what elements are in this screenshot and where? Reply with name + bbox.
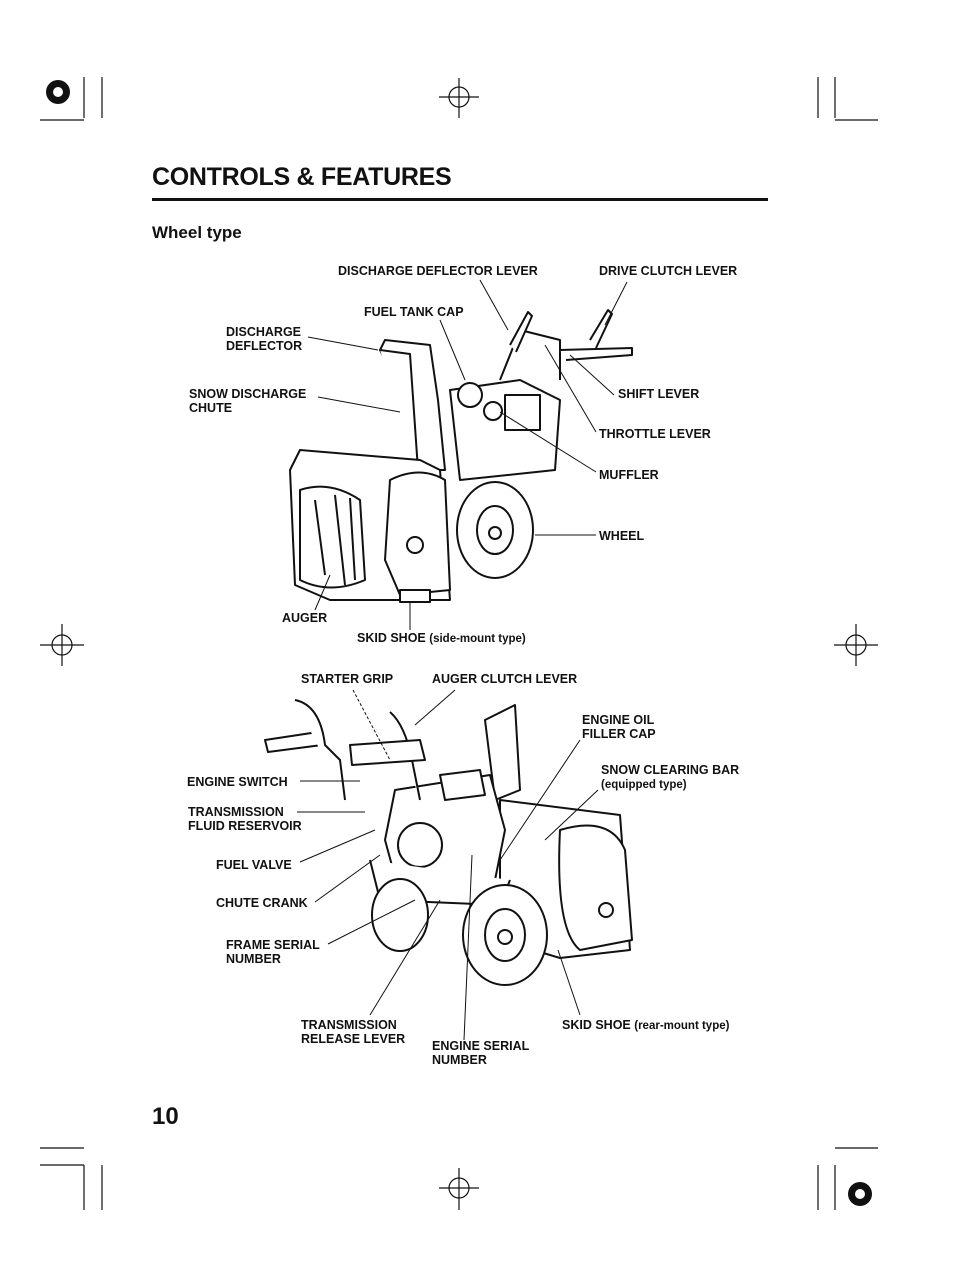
label-chute-crank: CHUTE CRANK	[216, 896, 308, 910]
label-discharge-deflector-lever: DISCHARGE DEFLECTOR LEVER	[338, 264, 538, 278]
label-fuel-valve: FUEL VALVE	[216, 858, 292, 872]
page-number: 10	[152, 1103, 179, 1130]
leader-lines-bottom	[297, 689, 599, 1041]
registration-target-icon	[46, 80, 872, 1206]
label-frame-serial-number: FRAME SERIAL NUMBER	[226, 938, 320, 966]
crop-marks	[40, 77, 878, 1210]
label-engine-serial-number: ENGINE SERIAL NUMBER	[432, 1039, 530, 1067]
label-wheel: WHEEL	[599, 529, 645, 543]
label-auger-clutch-lever: AUGER CLUTCH LEVER	[432, 672, 578, 686]
snowblower-rear-illustration	[264, 699, 633, 986]
label-snow-clearing-bar: SNOW CLEARING BAR (equipped type)	[601, 763, 739, 792]
label-engine-oil-filler-cap: ENGINE OIL FILLER CAP	[582, 713, 656, 741]
label-skid-shoe-rear-main: SKID SHOE	[562, 1018, 631, 1032]
label-skid-shoe-side-note: (side-mount type)	[429, 633, 526, 645]
section-heading: Wheel type	[152, 223, 242, 242]
label-skid-shoe-rear-note: (rear-mount type)	[634, 1020, 730, 1032]
label-fuel-tank-cap: FUEL TANK CAP	[364, 305, 464, 319]
label-throttle-lever: THROTTLE LEVER	[599, 427, 711, 441]
label-engine-switch: ENGINE SWITCH	[187, 775, 288, 789]
label-skid-shoe-rear: SKID SHOE (rear-mount type)	[562, 1018, 729, 1033]
label-muffler: MUFFLER	[599, 468, 659, 482]
label-starter-grip: STARTER GRIP	[301, 672, 394, 686]
label-discharge-deflector: DISCHARGE DEFLECTOR	[226, 325, 303, 353]
label-transmission-fluid-reservoir: TRANSMISSION FLUID RESERVOIR	[188, 805, 302, 833]
leader-lines-top	[307, 279, 628, 630]
snowblower-front-illustration	[289, 309, 633, 603]
label-skid-shoe-side: SKID SHOE (side-mount type)	[357, 631, 526, 646]
label-snow-clearing-bar-main: SNOW CLEARING BAR	[601, 763, 740, 777]
label-skid-shoe-side-main: SKID SHOE	[357, 631, 426, 645]
page-title: CONTROLS & FEATURES	[152, 163, 452, 191]
label-snow-discharge-chute: SNOW DISCHARGE CHUTE	[189, 387, 307, 415]
label-shift-lever: SHIFT LEVER	[618, 387, 700, 401]
label-drive-clutch-lever: DRIVE CLUTCH LEVER	[599, 264, 738, 278]
label-snow-clearing-bar-note: (equipped type)	[601, 779, 687, 791]
label-transmission-release-lever: TRANSMISSION RELEASE LEVER	[301, 1018, 406, 1046]
title-divider	[152, 198, 768, 201]
label-auger: AUGER	[282, 611, 328, 625]
